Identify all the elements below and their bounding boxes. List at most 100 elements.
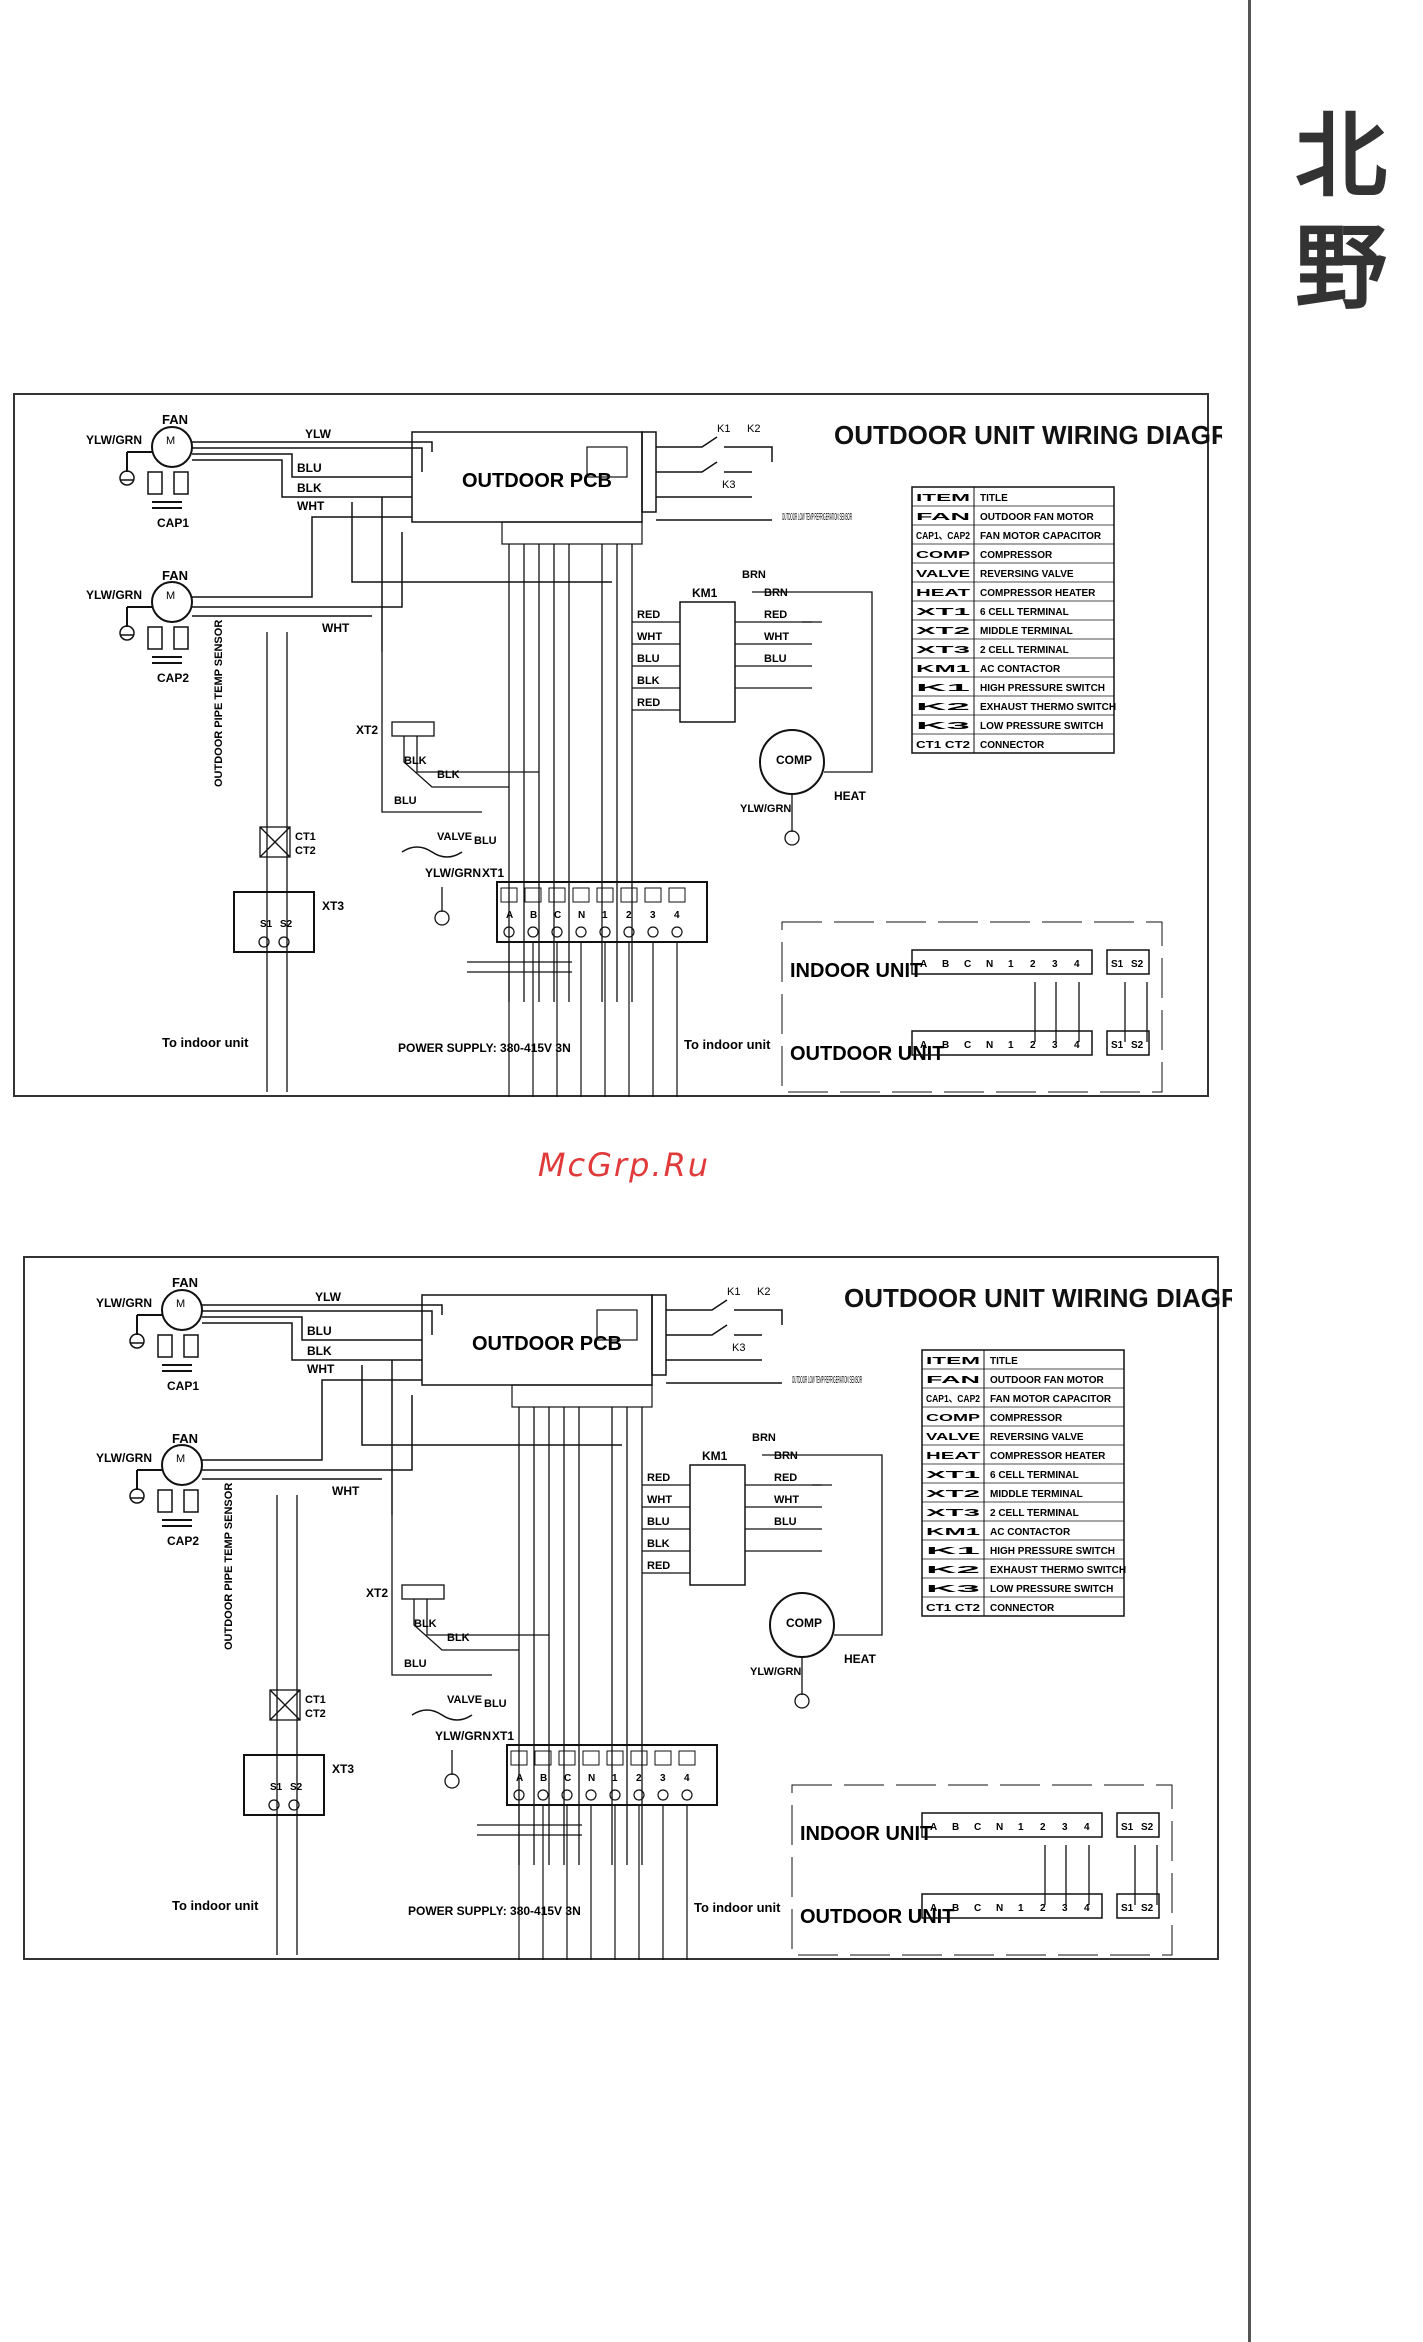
switch-k1-label: K1 [727, 1286, 740, 1298]
brand-char-2: 野 [1295, 214, 1388, 322]
fan1-ground-label: YLW/GRN [86, 433, 142, 447]
fan2-motor-symbol: M [176, 1453, 185, 1465]
fan1-motor-symbol: M [176, 1298, 185, 1310]
fan1-ground-label: YLW/GRN [96, 1296, 152, 1310]
table-title-cell: 6 CELL TERMINAL [980, 607, 1069, 618]
valve-blu-label: BLU [474, 835, 497, 847]
table-item-cell: VALVE [926, 1432, 981, 1443]
unit-terminal-label: 3 [1052, 1040, 1058, 1051]
power-supply-label: POWER SUPPLY: 380-415V 3N [398, 1041, 571, 1055]
km-in-wht-label: WHT [637, 631, 662, 643]
contactor-wiring [632, 621, 822, 711]
diagram-title: OUTDOOR UNIT WIRING DIAGRAM [844, 1283, 1232, 1313]
xt2-blk-label: BLK [404, 755, 427, 767]
table-item-cell: CAP1、CAP2 [916, 531, 970, 542]
wire-wht2-label: WHT [332, 1484, 360, 1498]
pipe-sensor-label: OUTDOOR PIPE TEMP SENSOR [223, 1483, 235, 1650]
table-title-cell: MIDDLE TERMINAL [980, 626, 1073, 637]
xt1-screw-icon [623, 926, 635, 938]
table-title-cell: LOW PRESSURE SWITCH [990, 1584, 1113, 1595]
contactor-wiring [642, 1484, 832, 1574]
table-title-cell: OUTDOOR FAN MOTOR [980, 512, 1094, 523]
table-item-cell: K3 [916, 721, 972, 732]
table-item-cell: CT1 CT2 [926, 1603, 981, 1614]
xt3-s2-label: S2 [280, 919, 293, 930]
table-item-cell: COMP [916, 550, 971, 561]
km-out-blu-label: BLU [764, 653, 787, 665]
xt3-s2-label: S2 [290, 1782, 303, 1793]
table-title-cell: REVERSING VALVE [990, 1432, 1084, 1443]
unit-s-terminal-label: S2 [1131, 1040, 1144, 1051]
table-title-cell: OUTDOOR FAN MOTOR [990, 1375, 1104, 1386]
compressor-ground-label: YLW/GRN [750, 1666, 801, 1678]
pcb-wire-bundle [518, 1407, 643, 1865]
indoor-unit-label: INDOOR UNIT [790, 960, 922, 982]
fan-motor-1: FAN M YLW/GRN CAP1 [86, 412, 193, 530]
table-item-cell: FAN [916, 512, 970, 523]
ct-connector [269, 1689, 301, 1721]
xt1-terminal-block [496, 881, 708, 943]
wiring-diagram: OUTDOOR UNIT WIRING DIAGRAM FAN M YLW/GR… [23, 1256, 1280, 1960]
xt3-label: XT3 [322, 899, 344, 913]
xt1-slot [654, 1750, 672, 1766]
xt1-slot [572, 887, 590, 903]
xt1-label: XT1 [482, 866, 504, 880]
unit-link-wires [1044, 1845, 1158, 1905]
wire-ylw-label: YLW [305, 427, 332, 441]
table-title-cell: CONNECTOR [980, 740, 1045, 751]
unit-terminal-frame [781, 921, 1163, 1093]
unit-terminal-label: 1 [1018, 1822, 1024, 1833]
switch-k3-label: K3 [722, 479, 735, 491]
km-in-wht-label: WHT [647, 1494, 672, 1506]
unit-s-terminal-label: S1 [1121, 1822, 1134, 1833]
xt2-wiring [381, 652, 539, 813]
xt1-terminal-label: 1 [602, 910, 608, 921]
unit-s-terminal-label: S2 [1131, 959, 1144, 970]
km-out-wht-label: WHT [774, 1494, 799, 1506]
table-title-cell: LOW PRESSURE SWITCH [980, 721, 1103, 732]
compressor-ground-label: YLW/GRN [740, 803, 791, 815]
table-header-cell: ITEM [916, 493, 970, 504]
xt1-terminal-label: 2 [626, 910, 632, 921]
unit-s-terminal-label: S1 [1111, 1040, 1124, 1051]
table-header-cell: TITLE [980, 493, 1008, 504]
table-title-cell: AC CONTACTOR [990, 1527, 1071, 1538]
xt1-slot [596, 887, 614, 903]
table-item-cell: FAN [926, 1375, 980, 1386]
xt2-blk2-label: BLK [447, 1632, 470, 1644]
table-title-cell: EXHAUST THERMO SWITCH [980, 702, 1116, 713]
xt1-terminal-label: B [540, 1773, 547, 1784]
xt1-screw-icon [633, 1789, 645, 1801]
km-out-red-label: RED [774, 1472, 797, 1484]
xt1-screw-icon [537, 1789, 549, 1801]
table-item-cell: COMP [926, 1413, 981, 1424]
unit-terminal-label: B [942, 959, 949, 970]
wire-wht2-label: WHT [322, 621, 350, 635]
xt1-ground-label: YLW/GRN [435, 1729, 491, 1743]
xt1-label: XT1 [492, 1729, 514, 1743]
xt1-screw-icon [681, 1789, 693, 1801]
to-indoor-right-label: To indoor unit [694, 1900, 781, 1915]
xt1-screw-icon [599, 926, 611, 938]
unit-terminal-label: N [986, 959, 993, 970]
km-in-red-label: RED [647, 1472, 670, 1484]
xt1-terminal-label: 4 [674, 910, 680, 921]
xt1-screw-icon [561, 1789, 573, 1801]
power-supply-label: POWER SUPPLY: 380-415V 3N [408, 1904, 581, 1918]
valve-coil-icon [411, 1709, 473, 1721]
table-title-cell: 6 CELL TERMINAL [990, 1470, 1079, 1481]
fan-wiring [202, 1304, 622, 1515]
xt1-slot [510, 1750, 528, 1766]
xt1-ground-label: YLW/GRN [425, 866, 481, 880]
km-out-red-label: RED [764, 609, 787, 621]
km-out-brn-label: BRN [774, 1450, 798, 1462]
switch-k2-label: K2 [757, 1286, 770, 1298]
fan1-label: FAN [172, 1275, 198, 1290]
brn-top-label: BRN [752, 1432, 776, 1444]
xt1-terminal-block [506, 1744, 718, 1806]
xt1-screw-icon [585, 1789, 597, 1801]
